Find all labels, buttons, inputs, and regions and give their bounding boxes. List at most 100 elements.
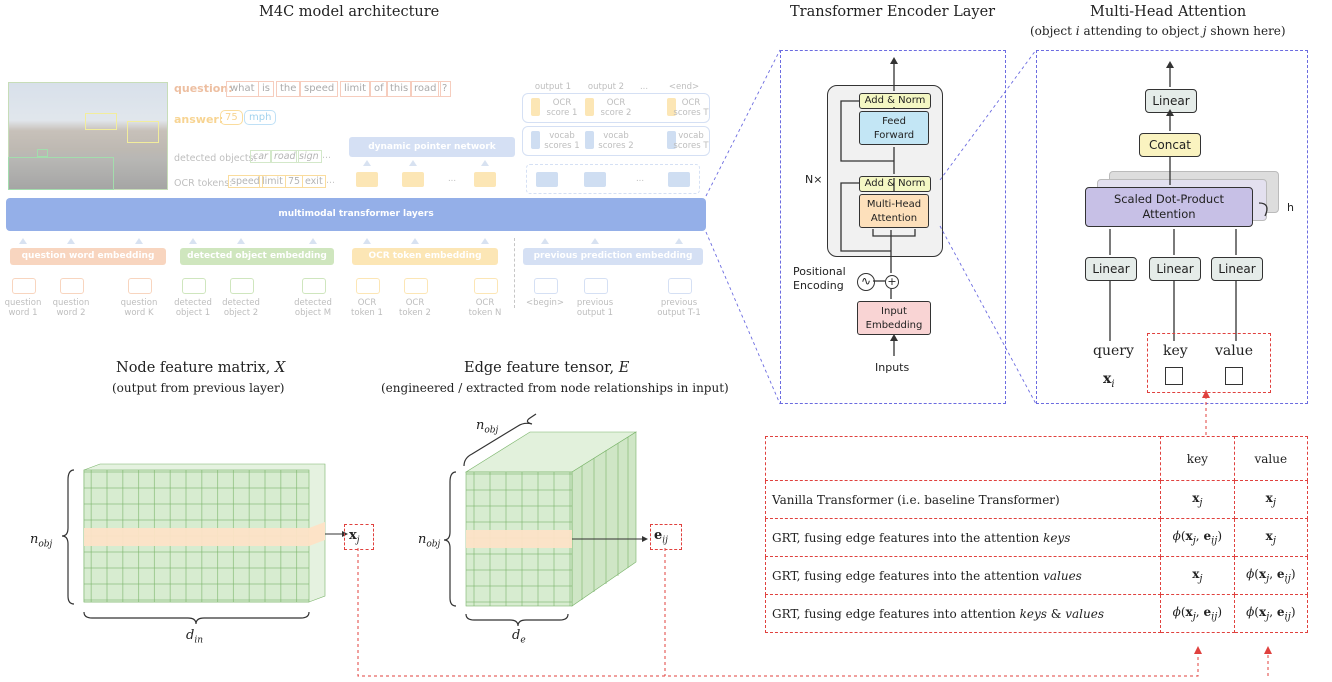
arrow-up (481, 238, 489, 244)
ocr-score-bar (531, 98, 540, 116)
table-corner (764, 436, 1162, 481)
table-cell-value: ϕ(xj, eij) (1233, 594, 1309, 633)
ocr-score-label: OCR score 2 (600, 98, 632, 118)
concat-box: Concat (1139, 133, 1201, 157)
input-embedding: Input Embedding (857, 301, 931, 335)
node-title: Node feature matrix, X (116, 360, 286, 376)
decoder-hidden-state (536, 172, 558, 187)
value-label: value (1215, 343, 1254, 359)
ocr-token (404, 278, 428, 294)
grt-variants-table: key value Vanilla Transformer (i.e. base… (764, 436, 1309, 633)
question-word: road (410, 81, 441, 97)
n-obj-label-node: nobj (30, 532, 53, 550)
d-e-label: de (512, 628, 526, 646)
previous-output-token (584, 278, 608, 294)
ocr-word: speed (228, 175, 263, 188)
question-label: question: (174, 82, 233, 95)
sign-box (85, 113, 117, 130)
detected-word: road (271, 150, 299, 163)
arrow-up (675, 238, 683, 244)
previous-prediction-embedding: previous prediction embedding (523, 248, 703, 265)
linear-value: Linear (1211, 257, 1263, 281)
question-word-token (60, 278, 84, 294)
output-label: <end> (668, 82, 700, 92)
d-in-label: din (186, 628, 204, 646)
token-label: OCR token N (468, 298, 502, 318)
xj-box (344, 524, 374, 550)
multi-head-attention: Multi-Head Attention (859, 194, 929, 228)
arrow-up (19, 238, 27, 244)
token-label: <begin> (525, 298, 564, 308)
arrow-up (135, 238, 143, 244)
vocab-score-label: vocab scores T (673, 131, 709, 151)
feed-forward: Feed Forward (859, 111, 929, 145)
answer-word: 75 (220, 110, 243, 125)
linear-key: Linear (1149, 257, 1201, 281)
encoder-arrows (840, 57, 916, 356)
ocr-ellipsis: ... (326, 175, 336, 186)
arrow-up (189, 238, 197, 244)
edge-subtitle: (engineered / extracted from node relati… (381, 381, 729, 395)
linear-query: Linear (1085, 257, 1137, 281)
token-label: OCR token 2 (399, 298, 431, 318)
ocr-hidden-state (402, 172, 424, 187)
arrow-up (481, 160, 489, 166)
separator-line (514, 238, 515, 308)
table-cell-key: ϕ(xj, eij) (1160, 594, 1235, 633)
n-obj-label-edge: nobj (418, 532, 441, 550)
detected-ellipsis: ... (322, 150, 332, 161)
question-word: of (370, 81, 388, 97)
question-word-token (128, 278, 152, 294)
ellipsis: ... (447, 174, 457, 184)
table-cell-value: xj (1233, 518, 1309, 557)
add-norm-top: Add & Norm (859, 93, 931, 109)
ocr-hidden-state (474, 172, 496, 187)
scaled-dot-product-attention: Scaled Dot-Product Attention (1085, 187, 1253, 227)
arrow-up (591, 238, 599, 244)
vocab-score-label: vocab scores 2 (598, 131, 634, 151)
value-input-square (1225, 367, 1243, 385)
nx-label: N× (805, 173, 823, 186)
arrow-up (411, 238, 419, 244)
vocab-score-bar (585, 131, 594, 149)
arrow-up (363, 160, 371, 166)
ocr-token (356, 278, 380, 294)
vocab-score-bar (667, 131, 676, 149)
arrow-up (309, 238, 317, 244)
linear-output: Linear (1145, 89, 1197, 113)
vocab-score-bar (531, 131, 540, 149)
detected-object-embedding: detected object embedding (180, 248, 334, 265)
table-header-key: key (1160, 436, 1235, 481)
detected-label: detected objects: (174, 153, 257, 164)
xj-label: xj (349, 528, 360, 546)
question-word: speed (300, 81, 339, 97)
ocr-score-bar (667, 98, 676, 116)
ocr-label: OCR tokens: (174, 178, 233, 189)
query-label: query (1093, 343, 1134, 359)
arrow-up (363, 238, 371, 244)
ocr-score-label: OCR scores T (673, 98, 709, 118)
ocr-scores-group (522, 93, 710, 123)
key-value-input-box (1147, 333, 1271, 393)
table-row: GRT, fusing edge features into the atten… (764, 556, 1309, 595)
key-input-square (1165, 367, 1183, 385)
road-box (8, 157, 114, 190)
ocr-token-embedding: OCR token embedding (352, 248, 498, 265)
table-row: GRT, fusing edge features into attention… (764, 594, 1309, 633)
positional-encoding-label: Positional Encoding (793, 265, 846, 292)
node-feature-matrix (61, 463, 348, 625)
question-word: is (258, 81, 274, 97)
output-label: output 2 (587, 82, 625, 92)
detected-word: sign (296, 150, 322, 163)
dynamic-pointer-network: dynamic pointer network (349, 137, 515, 157)
ocr-score-label: OCR score 1 (546, 98, 578, 118)
question-word: ? (438, 81, 452, 97)
detected-object-token (230, 278, 254, 294)
edge-feature-tensor (443, 413, 648, 627)
h-label: h (1287, 201, 1294, 214)
token-label: detected object 1 (174, 298, 212, 318)
car-box (37, 149, 48, 157)
table-cell-method: Vanilla Transformer (i.e. baseline Trans… (764, 480, 1162, 519)
